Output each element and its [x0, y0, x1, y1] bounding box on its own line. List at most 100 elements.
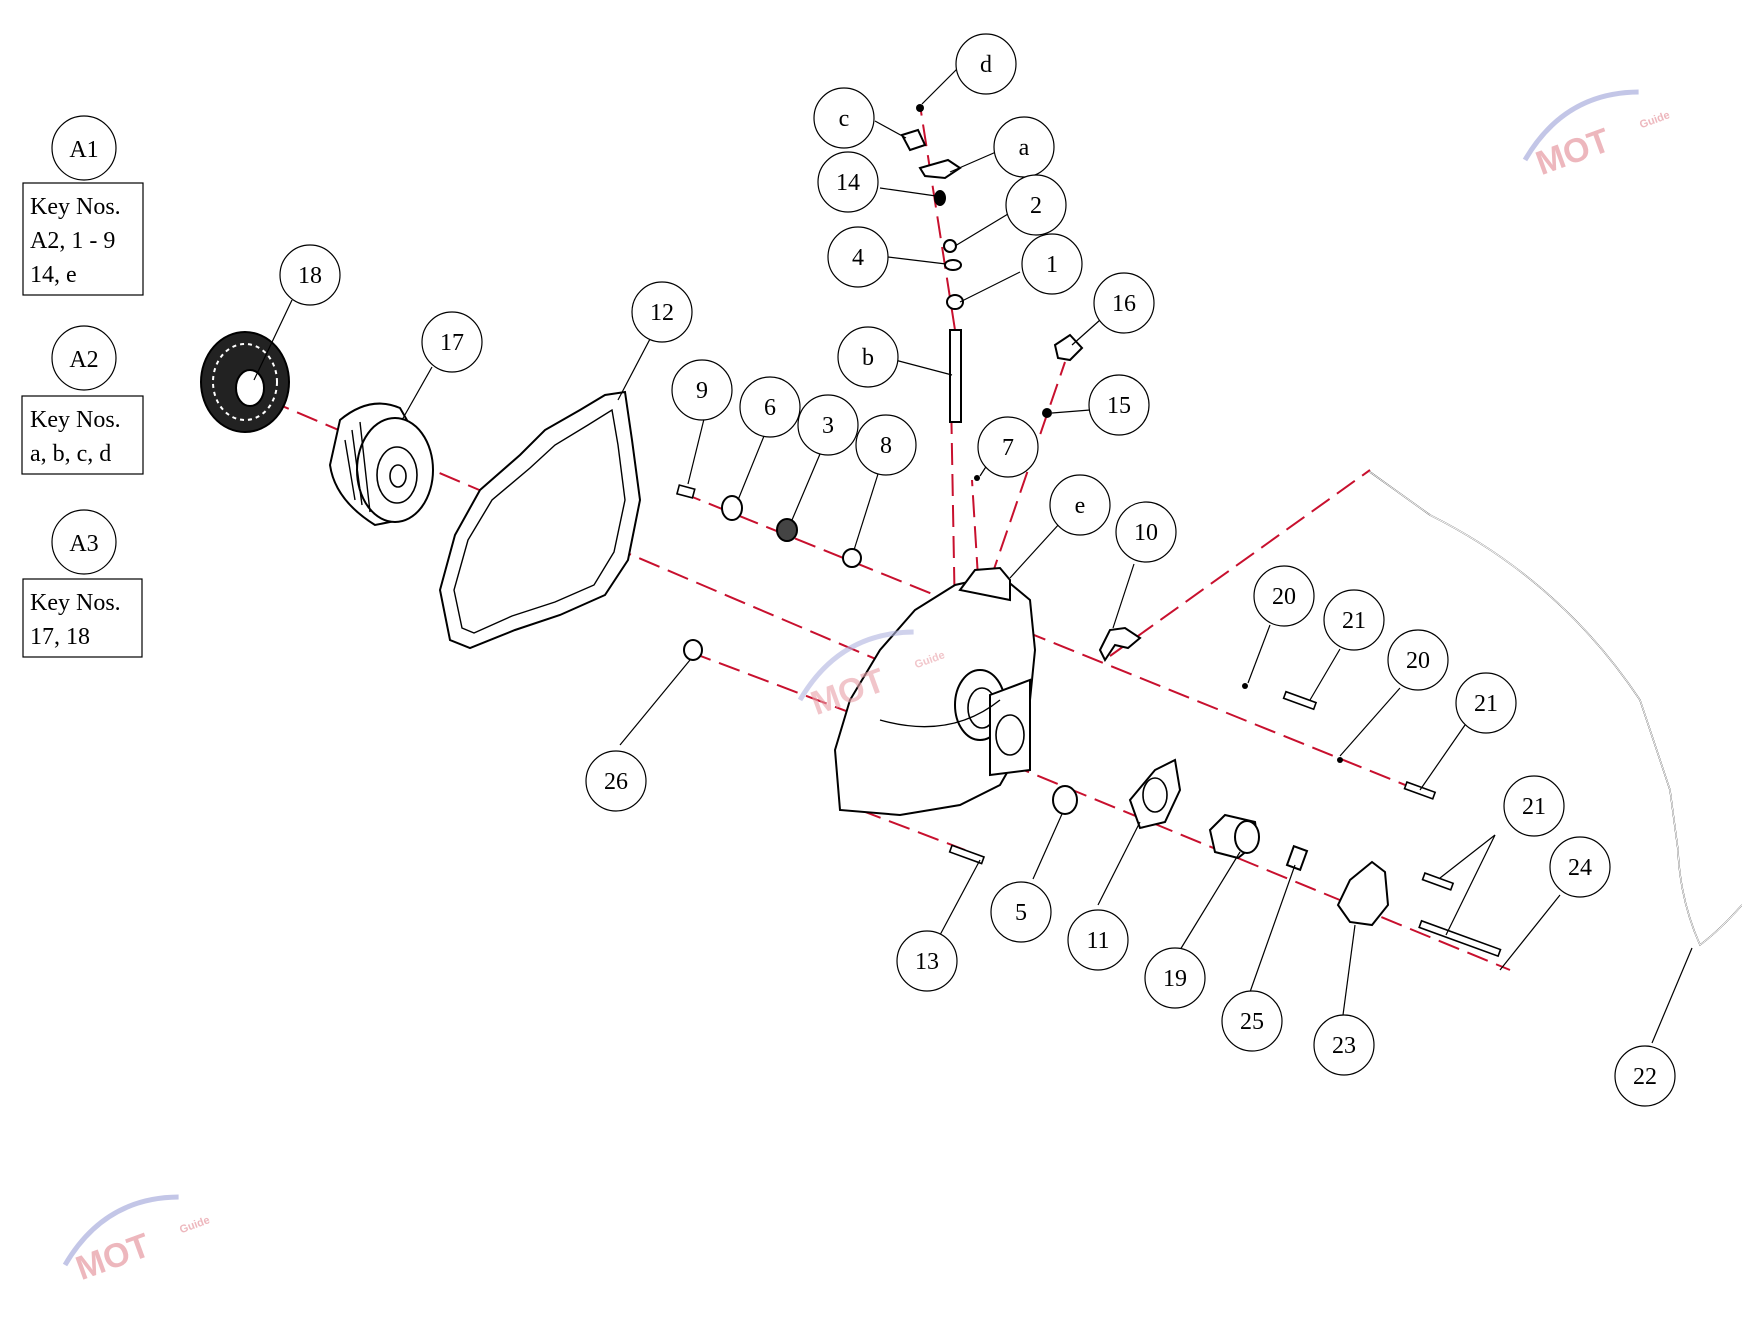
callout-circle: [671, 359, 733, 421]
callout-label: 3: [822, 413, 834, 439]
callout-circle: [896, 930, 958, 992]
callout-circle: [1049, 474, 1111, 536]
callout-label: 9: [696, 378, 708, 404]
clip-part: [1098, 626, 1142, 662]
callout-e: e: [1049, 474, 1111, 536]
callout-25: 25: [1221, 990, 1283, 1052]
assembly-id: A1: [69, 137, 98, 163]
callout-label: 18: [298, 263, 322, 289]
callout-circle: [1144, 947, 1206, 1009]
callout-label: 21: [1474, 691, 1498, 717]
watermark-logo: MOT Guide: [62, 1194, 212, 1288]
callout-circle: [1005, 174, 1067, 236]
callout-label: 6: [764, 395, 776, 421]
callout-circle: [631, 281, 693, 343]
callout-circle: [1614, 1045, 1676, 1107]
callout-circle: [813, 87, 875, 149]
assembly-key-a2: A2 Key Nos. a, b, c, d: [21, 325, 144, 475]
leader-lines: [253, 63, 1693, 1044]
callout-22: 22: [1614, 1045, 1676, 1107]
callout-label: 21: [1342, 608, 1366, 634]
callout-circle: [1387, 629, 1449, 691]
callout-circle: [1093, 272, 1155, 334]
callout-label: 5: [1015, 900, 1027, 926]
callout-circle: [1455, 672, 1517, 734]
assembly-key-a3: A3 Key Nos. 17, 18: [22, 509, 143, 658]
callout-circle: [1021, 233, 1083, 295]
watermark-sub: Guide: [178, 1214, 211, 1236]
callout-20: 20: [1253, 565, 1315, 627]
callout-21: 21: [1323, 589, 1385, 651]
callout-15: 15: [1088, 374, 1150, 436]
callout-label: 12: [650, 300, 674, 326]
callout-18: 18: [279, 244, 341, 306]
callout-circle: [1323, 589, 1385, 651]
callout-11: 11: [1067, 909, 1129, 971]
engine-cover-part: [833, 566, 1037, 817]
callout-label: 7: [1002, 435, 1014, 461]
callout-1: 1: [1021, 233, 1083, 295]
callout-13: 13: [896, 930, 958, 992]
callout-label: b: [862, 345, 874, 371]
callout-a: a: [993, 116, 1055, 178]
callout-b: b: [837, 326, 899, 388]
callout-23: 23: [1313, 1014, 1375, 1076]
callout-20: 20: [1387, 629, 1449, 691]
callout-circle: [990, 881, 1052, 943]
callout-circle: [955, 33, 1017, 95]
assembly-id: A2: [69, 347, 98, 373]
callout-circle: [279, 244, 341, 306]
callout-label: 25: [1240, 1009, 1264, 1035]
callout-21: 21: [1503, 775, 1565, 837]
callout-label: 14: [836, 170, 860, 196]
callout-label: c: [839, 106, 850, 132]
callout-circle: [977, 416, 1039, 478]
callout-c: c: [813, 87, 875, 149]
callout-19: 19: [1144, 947, 1206, 1009]
callout-label: 4: [852, 245, 864, 271]
callout-circle: [797, 394, 859, 456]
stator-part: [200, 331, 290, 433]
callout-label: 24: [1568, 855, 1592, 881]
assembly-line: A2, 1 - 9: [30, 228, 115, 254]
callout-label: 26: [604, 769, 628, 795]
assembly-line: 17, 18: [30, 624, 90, 650]
assembly-line: Key Nos.: [30, 194, 121, 220]
callout-circle: [1253, 565, 1315, 627]
callout-label: 16: [1112, 291, 1136, 317]
callout-4: 4: [827, 226, 889, 288]
callout-label: 1: [1046, 252, 1058, 278]
callout-circle: [739, 376, 801, 438]
callout-label: 22: [1633, 1064, 1657, 1090]
callout-circle: [855, 414, 917, 476]
callout-label: 2: [1030, 193, 1042, 219]
callout-label: 10: [1134, 520, 1158, 546]
bolt-parts: [948, 683, 1502, 958]
callout-9: 9: [671, 359, 733, 421]
callout-circle: [1503, 775, 1565, 837]
callout-12: 12: [631, 281, 693, 343]
callout-label: e: [1075, 493, 1086, 519]
callout-label: 20: [1406, 648, 1430, 674]
assembly-line: Key Nos.: [30, 407, 121, 433]
callout-circle: [827, 226, 889, 288]
callout-label: d: [980, 52, 992, 78]
callout-24: 24: [1549, 836, 1611, 898]
callout-16: 16: [1093, 272, 1155, 334]
callout-circle: [817, 151, 879, 213]
assembly-line: Key Nos.: [30, 590, 121, 616]
assembly-key-a1: A1 Key Nos. A2, 1 - 9 14, e: [22, 115, 144, 296]
callout-circle: [1549, 836, 1611, 898]
assembly-line: a, b, c, d: [30, 441, 111, 467]
callout-26: 26: [585, 750, 647, 812]
callout-circle: [837, 326, 899, 388]
callout-label: 11: [1086, 928, 1109, 954]
callout-circle: [1067, 909, 1129, 971]
callout-label: 21: [1522, 794, 1546, 820]
callout-6: 6: [739, 376, 801, 438]
callout-label: 15: [1107, 393, 1131, 419]
callout-17: 17: [421, 311, 483, 373]
watermark-sub: Guide: [1638, 109, 1671, 131]
